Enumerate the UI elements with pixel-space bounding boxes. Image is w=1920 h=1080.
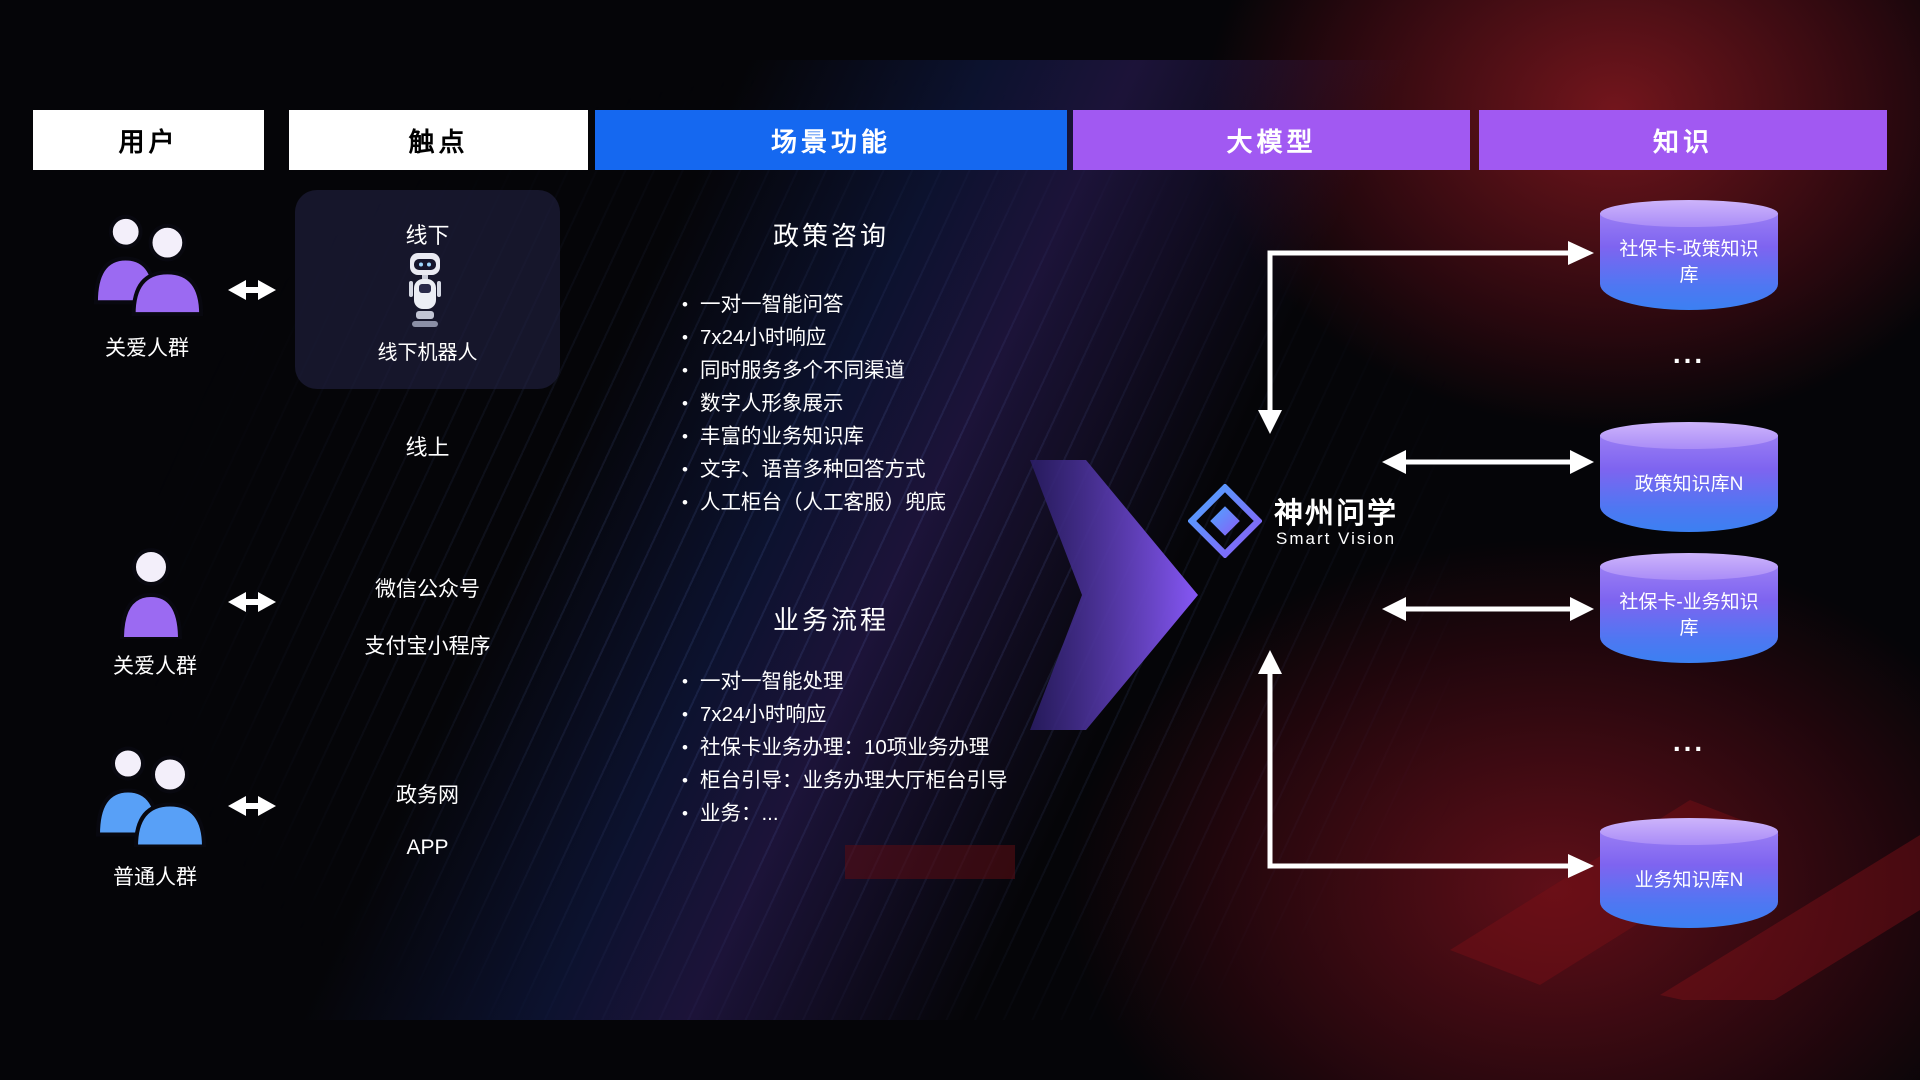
user-label-ordinary-group: 普通人群 bbox=[113, 866, 197, 889]
channel-gov-web: 政务网 bbox=[396, 784, 459, 807]
header-tab-users-label: 用户 bbox=[118, 126, 179, 157]
cylinder-top bbox=[1600, 818, 1778, 845]
policy-bullet-2: 7x24小时响应 bbox=[682, 322, 946, 355]
db-social-card-policy: 社保卡-政策知识库 bbox=[1600, 200, 1778, 310]
header-tab-knowledge: 知识 bbox=[1479, 110, 1887, 170]
policy-bullet-5: 丰富的业务知识库 bbox=[682, 421, 946, 454]
business-bullet-2: 7x24小时响应 bbox=[682, 699, 1007, 732]
offline-title: 线下 bbox=[405, 223, 450, 248]
policy-bullet-1: 一对一智能问答 bbox=[682, 289, 946, 322]
db-label: 社保卡-业务知识库 bbox=[1619, 592, 1759, 639]
business-bullet-list: 一对一智能处理 7x24小时响应 社保卡业务办理：10项业务办理 柜台引导：业务… bbox=[682, 666, 1008, 831]
user-label-care-group-2: 关爱人群 bbox=[113, 655, 197, 678]
business-bullet-4: 柜台引导：业务办理大厅柜台引导 bbox=[682, 765, 1008, 798]
db-label: 业务知识库N bbox=[1634, 870, 1744, 892]
business-bullet-1: 一对一智能处理 bbox=[682, 666, 1007, 699]
flow-arrow bbox=[1030, 460, 1198, 730]
business-bullet-3: 社保卡业务办理：10项业务办理 bbox=[682, 732, 1007, 765]
ellipsis-top: ... bbox=[1672, 338, 1706, 369]
channel-wechat: 微信公众号 bbox=[375, 578, 480, 601]
db-label: 政策知识库N bbox=[1634, 474, 1744, 496]
policy-section-title: 政策咨询 bbox=[772, 221, 889, 251]
channel-app: APP bbox=[406, 836, 449, 859]
business-section-title: 业务流程 bbox=[772, 605, 889, 635]
header-tab-touchpoints-label: 触点 bbox=[408, 126, 469, 157]
policy-bullet-6: 文字、语音多种回答方式 bbox=[682, 454, 946, 487]
db-social-card-business: 社保卡-业务知识库 bbox=[1600, 553, 1778, 663]
logo-name: 神州问学 bbox=[1274, 498, 1399, 530]
cylinder-top bbox=[1600, 200, 1778, 227]
user-label-care-group-1: 关爱人群 bbox=[105, 337, 189, 360]
channel-alipay: 支付宝小程序 bbox=[364, 635, 491, 658]
cylinder-body bbox=[1600, 831, 1778, 928]
logo-subtitle: Smart Vision bbox=[1276, 529, 1397, 548]
header-tab-large-model: 大模型 bbox=[1073, 110, 1470, 170]
header-tab-scene-functions-label: 场景功能 bbox=[770, 126, 891, 157]
policy-bullet-7: 人工柜台（人工客服）兜底 bbox=[682, 487, 946, 520]
robot-icon bbox=[409, 253, 441, 327]
cylinder-body bbox=[1600, 566, 1778, 663]
policy-bullet-list: 一对一智能问答 7x24小时响应 同时服务多个不同渠道 数字人形象展示 丰富的业… bbox=[682, 289, 946, 520]
online-title: 线上 bbox=[405, 435, 450, 460]
user-single-purple-icon bbox=[119, 548, 183, 639]
offline-robot-label: 线下机器人 bbox=[377, 342, 478, 364]
cylinder-body bbox=[1600, 213, 1778, 310]
cylinder-top bbox=[1600, 553, 1778, 580]
policy-bullet-4: 数字人形象展示 bbox=[682, 388, 946, 421]
user-group-blue-icon bbox=[95, 746, 207, 847]
policy-bullet-3: 同时服务多个不同渠道 bbox=[682, 355, 946, 388]
user-group-purple-icon bbox=[93, 214, 204, 316]
smart-vision-logo-icon bbox=[1188, 484, 1262, 558]
header-tab-scene-functions: 场景功能 bbox=[595, 110, 1067, 170]
header-tab-touchpoints: 触点 bbox=[289, 110, 588, 170]
header-tab-users: 用户 bbox=[33, 110, 264, 170]
db-business-n: 业务知识库N bbox=[1600, 818, 1778, 928]
header-tab-large-model-label: 大模型 bbox=[1226, 126, 1317, 157]
cylinder-body bbox=[1600, 435, 1778, 532]
ellipsis-bottom: ... bbox=[1672, 726, 1706, 757]
business-bullet-5: 业务：... bbox=[682, 798, 1007, 831]
background-red-strip bbox=[845, 845, 1015, 879]
cylinder-top bbox=[1600, 422, 1778, 449]
db-label: 社保卡-政策知识库 bbox=[1619, 239, 1759, 286]
db-policy-n: 政策知识库N bbox=[1600, 422, 1778, 532]
header-tab-knowledge-label: 知识 bbox=[1652, 126, 1713, 157]
